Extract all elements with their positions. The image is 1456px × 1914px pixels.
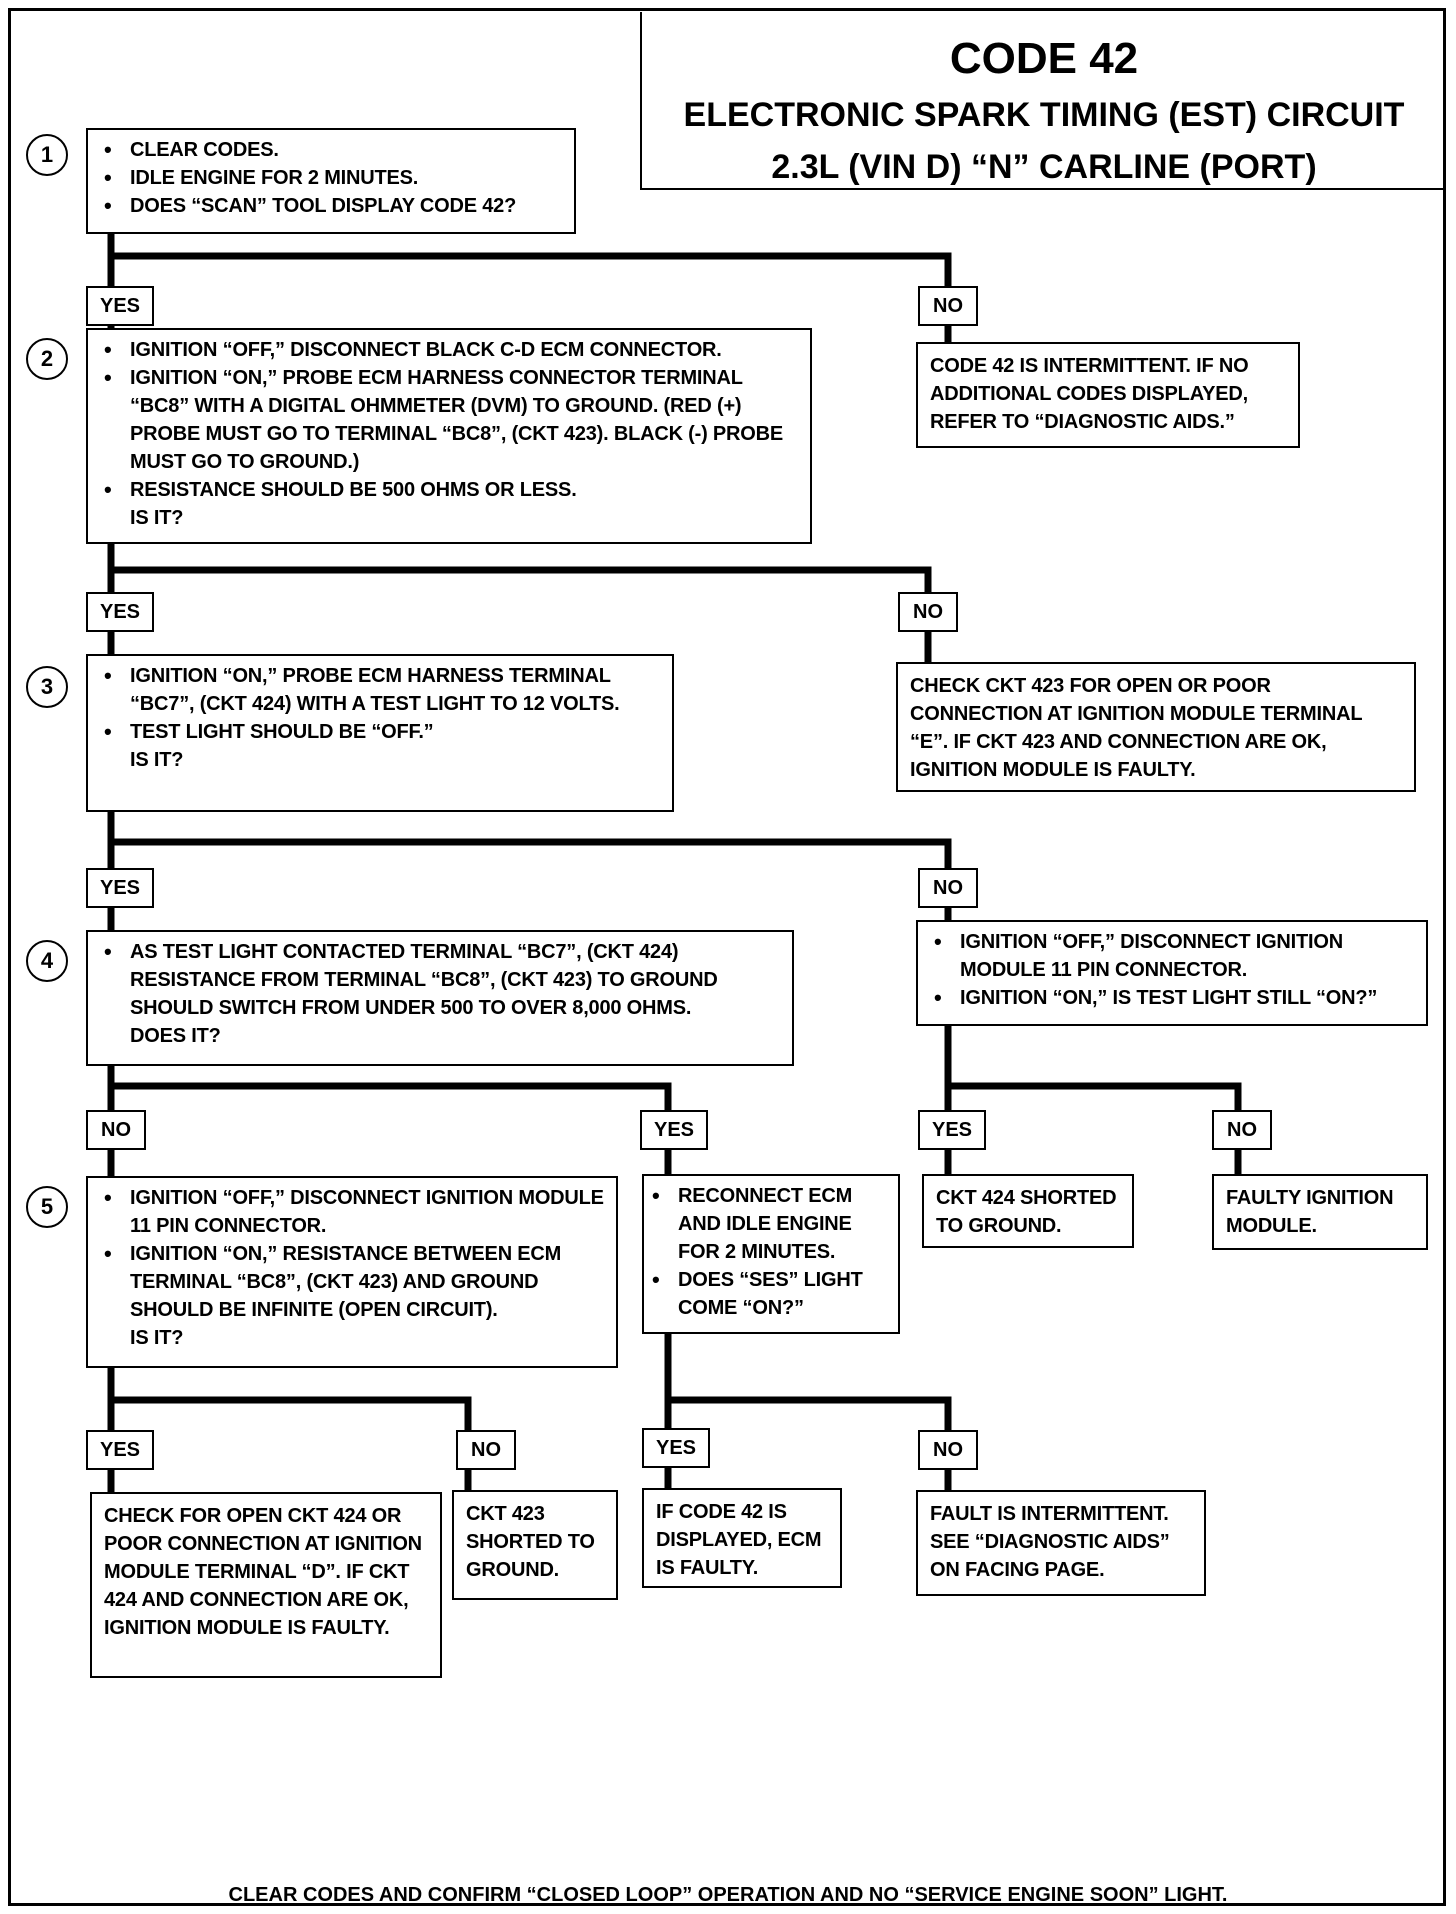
result-text: FAULT IS INTERMITTENT. SEE “DIAGNOSTIC A… <box>930 1503 1170 1581</box>
step-5-question: IS IT? <box>130 1327 184 1349</box>
step-1-item: CLEAR CODES. <box>102 136 564 164</box>
step-3-box: IGNITION “ON,” PROBE ECM HARNESS TERMINA… <box>86 654 674 812</box>
step-4-item: AS TEST LIGHT CONTACTED TERMINAL “BC7”, … <box>102 938 782 1022</box>
code-title: CODE 42 <box>949 34 1139 83</box>
result-code-intermittent: CODE 42 IS INTERMITTENT. IF NO ADDITIONA… <box>916 342 1300 448</box>
step-4-question: DOES IT? <box>130 1025 221 1047</box>
step-2-question: IS IT? <box>130 507 184 529</box>
no-label: NO <box>918 286 978 326</box>
yes-label: YES <box>86 286 154 326</box>
yes-label: YES <box>642 1428 710 1468</box>
yes-label: YES <box>86 592 154 632</box>
module-disconnect-item: IGNITION “ON,” IS TEST LIGHT STILL “ON?” <box>932 984 1416 1012</box>
no-label: NO <box>86 1110 146 1150</box>
result-text: IF CODE 42 IS DISPLAYED, ECM IS FAULTY. <box>656 1501 822 1579</box>
step-module-disconnect-box: IGNITION “OFF,” DISCONNECT IGNITION MODU… <box>916 920 1428 1026</box>
no-label: NO <box>456 1430 516 1470</box>
result-ckt-424-shorted: CKT 424 SHORTED TO GROUND. <box>922 1174 1134 1248</box>
step-3-item: IGNITION “ON,” PROBE ECM HARNESS TERMINA… <box>102 662 662 718</box>
result-fault-intermittent: FAULT IS INTERMITTENT. SEE “DIAGNOSTIC A… <box>916 1490 1206 1596</box>
result-check-ckt-423: CHECK CKT 423 FOR OPEN OR POOR CONNECTIO… <box>896 662 1416 792</box>
no-label: NO <box>918 1430 978 1470</box>
yes-label: YES <box>86 1430 154 1470</box>
result-text: CODE 42 IS INTERMITTENT. IF NO ADDITIONA… <box>930 355 1249 433</box>
yes-label: YES <box>86 868 154 908</box>
reconnect-item: DOES “SES” LIGHT COME “ON?” <box>650 1266 888 1322</box>
step-1-box: CLEAR CODES. IDLE ENGINE FOR 2 MINUTES. … <box>86 128 576 234</box>
step-1-item: IDLE ENGINE FOR 2 MINUTES. <box>102 164 564 192</box>
no-label: NO <box>1212 1110 1272 1150</box>
result-text: FAULTY IGNITION MODULE. <box>1226 1187 1394 1237</box>
step-3-item: TEST LIGHT SHOULD BE “OFF.” <box>102 718 662 746</box>
step-3-question: IS IT? <box>130 749 184 771</box>
page-frame <box>8 8 1446 1906</box>
step-5-item: IGNITION “ON,” RESISTANCE BETWEEN ECM TE… <box>102 1240 606 1324</box>
step-5-number: 5 <box>26 1186 68 1228</box>
no-label: NO <box>918 868 978 908</box>
step-5-box: IGNITION “OFF,” DISCONNECT IGNITION MODU… <box>86 1176 618 1368</box>
step-4-box: AS TEST LIGHT CONTACTED TERMINAL “BC7”, … <box>86 930 794 1066</box>
result-faulty-ignition-module: FAULTY IGNITION MODULE. <box>1212 1174 1428 1250</box>
footer-note: CLEAR CODES AND CONFIRM “CLOSED LOOP” OP… <box>228 1884 1228 1906</box>
title-line-1: ELECTRONIC SPARK TIMING (EST) CIRCUIT <box>683 96 1405 134</box>
step-1-item: DOES “SCAN” TOOL DISPLAY CODE 42? <box>102 192 564 220</box>
title-box: CODE 42 ELECTRONIC SPARK TIMING (EST) CI… <box>640 12 1446 190</box>
step-3-number: 3 <box>26 666 68 708</box>
module-disconnect-item: IGNITION “OFF,” DISCONNECT IGNITION MODU… <box>932 928 1416 984</box>
title-line-2: 2.3L (VIN D) “N” CARLINE (PORT) <box>771 148 1317 186</box>
step-2-box: IGNITION “OFF,” DISCONNECT BLACK C-D ECM… <box>86 328 812 544</box>
step-2-item: IGNITION “OFF,” DISCONNECT BLACK C-D ECM… <box>102 336 800 364</box>
result-ecm-faulty: IF CODE 42 IS DISPLAYED, ECM IS FAULTY. <box>642 1488 842 1588</box>
yes-label: YES <box>640 1110 708 1150</box>
result-text: CKT 423 SHORTED TO GROUND. <box>466 1503 595 1581</box>
result-check-ckt-424: CHECK FOR OPEN CKT 424 OR POOR CONNECTIO… <box>90 1492 442 1678</box>
step-reconnect-box: RECONNECT ECM AND IDLE ENGINE FOR 2 MINU… <box>642 1174 900 1334</box>
step-1-number: 1 <box>26 134 68 176</box>
result-text: CHECK FOR OPEN CKT 424 OR POOR CONNECTIO… <box>104 1505 422 1639</box>
yes-label: YES <box>918 1110 986 1150</box>
result-text: CHECK CKT 423 FOR OPEN OR POOR CONNECTIO… <box>910 675 1363 781</box>
result-ckt-423-shorted: CKT 423 SHORTED TO GROUND. <box>452 1490 618 1600</box>
step-4-number: 4 <box>26 940 68 982</box>
result-text: CKT 424 SHORTED TO GROUND. <box>936 1187 1117 1237</box>
step-2-number: 2 <box>26 338 68 380</box>
reconnect-item: RECONNECT ECM AND IDLE ENGINE FOR 2 MINU… <box>650 1182 888 1266</box>
step-2-item: RESISTANCE SHOULD BE 500 OHMS OR LESS. <box>102 476 800 504</box>
no-label: NO <box>898 592 958 632</box>
step-2-item: IGNITION “ON,” PROBE ECM HARNESS CONNECT… <box>102 364 800 476</box>
step-5-item: IGNITION “OFF,” DISCONNECT IGNITION MODU… <box>102 1184 606 1240</box>
